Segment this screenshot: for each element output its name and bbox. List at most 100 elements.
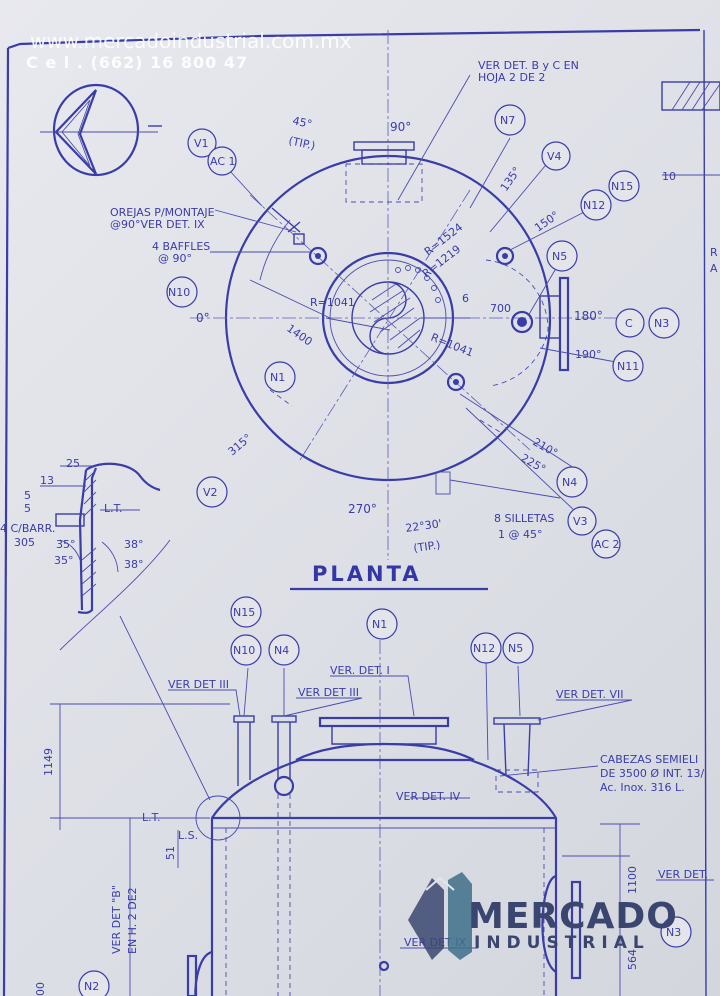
- bubble-n12: N12: [583, 199, 605, 212]
- dim-51: 51: [164, 846, 177, 860]
- bubble-elev-n2: N2: [84, 980, 99, 993]
- dim-1149: 1149: [42, 748, 55, 776]
- angle-190: 190°: [575, 348, 602, 361]
- bubble-n3: N3: [654, 317, 669, 330]
- bubble-v1: V1: [194, 137, 209, 150]
- bubble-n5: N5: [552, 250, 567, 263]
- note-silletas-1: 8 SILLETAS: [494, 512, 554, 525]
- bubble-elev-n10: N10: [233, 644, 255, 657]
- dim-1400: 1400: [284, 322, 314, 349]
- note-baffles-1: 4 BAFFLES: [152, 240, 210, 253]
- elevation-bubbles: N15 N10 N4 N1 N12 N5 N3 N2: [78, 596, 692, 996]
- det-dim-5a: 5: [24, 489, 31, 502]
- edge-letter-a: A: [710, 262, 718, 275]
- note-cabezas-1: CABEZAS SEMIELI: [600, 753, 698, 766]
- sheet-border-top: [7, 28, 701, 50]
- plan-view: [190, 30, 640, 560]
- bubble-n1: N1: [270, 371, 285, 384]
- bubble-elev-n5: N5: [508, 642, 523, 655]
- bubble-elev-n4: N4: [274, 644, 289, 657]
- bubble-elev-n12: N12: [473, 642, 495, 655]
- angle-0: 0°: [196, 311, 210, 325]
- det-barr: 4 C/BARR.: [0, 522, 55, 535]
- angle-270: 270°: [348, 502, 377, 516]
- watermark-url: www.mercadoindustrial.com.mx: [30, 29, 352, 53]
- bubble-n7: N7: [500, 114, 515, 127]
- dim-564: 564: [626, 949, 639, 970]
- note-cabezas-2: DE 3500 Ø INT. 13/: [600, 767, 704, 780]
- bubble-v2: V2: [203, 486, 218, 499]
- note-ver-det-b-2: EN H. 2 DE2: [126, 887, 139, 954]
- north-arrow-symbol: [40, 83, 162, 177]
- dim-10: 10: [662, 170, 676, 183]
- det-angle-35b: 35°: [54, 554, 74, 567]
- logo-mark-icon: [408, 872, 472, 960]
- bubble-n11: N11: [617, 360, 639, 373]
- angle-150: 150°: [532, 209, 561, 235]
- bubble-c: C: [625, 317, 633, 330]
- angle-90: 90°: [390, 120, 411, 134]
- sheet-border-left: [2, 47, 10, 996]
- sheet-border-right: [703, 29, 707, 996]
- angle-22-30: 22°30': [405, 517, 443, 535]
- dim-00: 00: [34, 982, 47, 996]
- note-ver-det-byc-2: HOJA 2 DE 2: [478, 71, 545, 84]
- det-305: 305: [14, 536, 35, 549]
- logo-text-mercado: MERCADO: [468, 896, 678, 937]
- bubble-v4: V4: [547, 150, 562, 163]
- elev-ls: L.S.: [178, 829, 198, 842]
- note-ver-det-iii-b: VER DET III: [298, 686, 359, 699]
- bubble-ac2: AC 2: [594, 538, 620, 551]
- elev-lt: L.T.: [142, 811, 161, 824]
- bubble-ac1: AC 1: [210, 155, 236, 168]
- dim-r1041-a: R=1041: [310, 296, 355, 309]
- bubble-v3: V3: [573, 515, 588, 528]
- partial-detail-top-right: [661, 81, 720, 176]
- note-baffles-2: @ 90°: [158, 252, 192, 265]
- edge-letter-r: R: [710, 246, 718, 259]
- note-orejas-2: @90°VER DET. IX: [110, 218, 205, 231]
- angle-135: 135°: [498, 165, 524, 194]
- dim-r1041-b: R=1041: [429, 331, 475, 360]
- bubble-elev-n3: N3: [666, 926, 681, 939]
- dim-700: 700: [490, 302, 511, 315]
- plan-bubbles: V1 AC 1 N7 V4 N15 N12 N5 N10 C N3 N11 N1…: [166, 104, 680, 559]
- elevation-view: [50, 615, 714, 996]
- watermark: www.mercadoindustrial.com.mx C e l . (66…: [26, 29, 678, 960]
- det-dim-25: 25: [66, 457, 80, 470]
- det-lt: L.T.: [104, 502, 123, 515]
- det-dim-13: 13: [40, 474, 54, 487]
- note-ver-det-iii-a: VER DET III: [168, 678, 229, 691]
- angle-45: 45°: [291, 114, 313, 131]
- angle-315: 315°: [226, 431, 255, 458]
- lid-detail: 25 13 5 5 L.T. 4 C/BARR. 305 35° 35° 38°…: [0, 457, 171, 651]
- det-angle-38b: 38°: [124, 558, 144, 571]
- det-dim-5b: 5: [24, 502, 31, 515]
- note-ver-det-right: VER DET.: [658, 868, 708, 881]
- dim-1100: 1100: [626, 866, 639, 894]
- note-ver-det-byc-1: VER DET. B y C EN: [478, 59, 579, 72]
- note-ver-det-iv: VER DET. IV: [396, 790, 461, 803]
- bubble-elev-n15: N15: [233, 606, 255, 619]
- bubble-n10: N10: [168, 286, 190, 299]
- view-title: PLANTA: [312, 562, 422, 586]
- note-silletas-2: 1 @ 45°: [498, 528, 543, 541]
- dim-6: 6: [462, 292, 469, 305]
- note-ver-det-vii: VER DET. VII: [556, 688, 623, 701]
- angle-180: 180°: [574, 309, 603, 323]
- det-angle-35a: 35°: [56, 538, 76, 551]
- angle-45-tip: (TIP.): [287, 134, 316, 152]
- det-angle-38a: 38°: [124, 538, 144, 551]
- note-orejas-1: OREJAS P/MONTAJE: [110, 206, 215, 219]
- bubble-n15: N15: [611, 180, 633, 193]
- bubble-elev-n1: N1: [372, 618, 387, 631]
- note-ver-det-b-1: VER DET "B": [110, 885, 123, 954]
- watermark-phone: C e l . (662) 16 800 47: [26, 53, 248, 72]
- note-cabezas-3: Ac. Inox. 316 L.: [600, 781, 685, 794]
- angle-22-30-tip: (TIP.): [413, 538, 442, 555]
- logo-text-industrial: INDUSTRIAL: [474, 933, 650, 953]
- note-ver-det-i: VER. DET. I: [330, 664, 390, 677]
- bubble-n4: N4: [562, 476, 577, 489]
